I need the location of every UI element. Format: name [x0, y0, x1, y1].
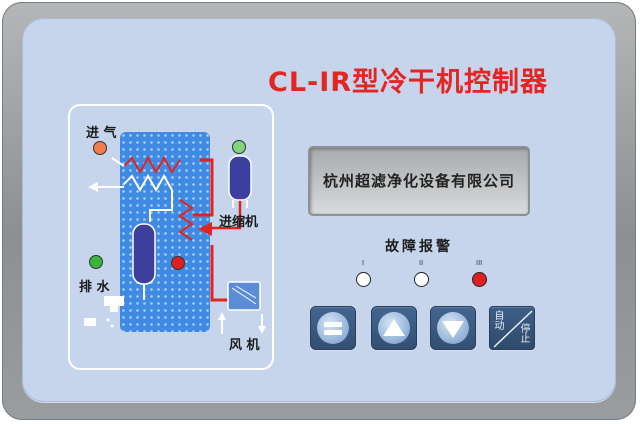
start-stop-button[interactable]: 自 动 停 止	[489, 306, 535, 350]
compressor-label: 进缩机	[219, 215, 259, 230]
fault-3-led	[472, 272, 487, 287]
company-name: 杭州超滤净化设备有限公司	[322, 172, 515, 190]
drain-valve-indicator	[171, 256, 185, 270]
evaporator-coil	[178, 199, 194, 241]
drain-tap	[104, 296, 124, 312]
heat-exchanger-coil	[123, 155, 181, 175]
fault-2-label: II	[419, 259, 424, 267]
compressor-body	[228, 155, 252, 201]
separator-vessel	[132, 223, 156, 285]
up-button[interactable]	[371, 306, 417, 350]
start-stop-divider	[493, 310, 533, 348]
auto-label: 自 动	[494, 311, 505, 332]
fault-alarm-title: 故障报警	[385, 239, 453, 255]
fault-3-label: III	[476, 259, 483, 267]
schematic-diagram	[68, 104, 274, 370]
drain-label: 排 水	[79, 280, 110, 295]
refrigerant-pipe	[193, 158, 214, 217]
flow-arrow	[198, 222, 212, 236]
controller-title: CL-IR型冷干机控制器	[268, 67, 549, 98]
menu-button[interactable]	[310, 306, 356, 350]
compressor-indicator	[232, 140, 246, 154]
lcd-display: 杭州超滤净化设备有限公司	[308, 146, 530, 216]
drain-indicator	[89, 255, 103, 269]
down-button[interactable]	[430, 306, 476, 350]
stop-label: 停 止	[520, 324, 531, 345]
fault-1-led	[356, 272, 371, 287]
fault-2-led	[414, 272, 429, 287]
triangle-down-icon	[442, 321, 464, 338]
inlet-label: 进 气	[86, 126, 117, 141]
inlet-indicator	[93, 141, 107, 155]
triangle-up-icon	[383, 319, 405, 336]
refrigerant-pipe-2	[210, 190, 242, 230]
fan-label: 风 机	[229, 338, 260, 353]
air-out-arrow	[88, 182, 98, 192]
air-line-down	[149, 190, 173, 222]
heat-exchanger-coil-2	[123, 173, 173, 193]
equals-icon	[324, 322, 342, 335]
fault-1-label: I	[362, 259, 365, 267]
air-inlet-line	[111, 157, 125, 167]
